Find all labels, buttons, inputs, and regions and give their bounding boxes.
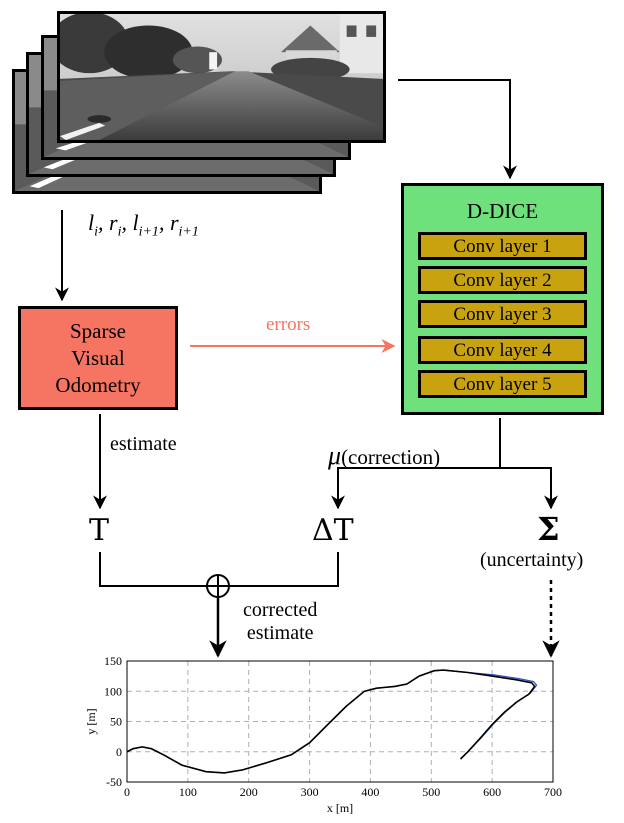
x-tick-label: 600: [483, 785, 501, 799]
uncertainty-label: (uncertainty): [480, 549, 584, 571]
trajectory-line: [126, 669, 536, 774]
corrected-estimate-label: corrected estimate: [243, 599, 317, 645]
y-tick-label: 100: [104, 684, 122, 698]
delta-T-label: ΔT: [312, 513, 354, 548]
corrected-line-2: estimate: [246, 622, 314, 644]
x-axis-label: x [m]: [327, 801, 353, 815]
x-tick-label: 400: [361, 785, 379, 799]
input-variables-label: li, ri, li+1, ri+1: [88, 210, 199, 240]
sparse-visual-odometry-box: Sparse Visual Odometry: [18, 306, 178, 410]
ddice-title: D-DICE: [466, 199, 539, 223]
y-tick-label: 50: [110, 715, 122, 729]
input-variable: ri: [109, 210, 122, 240]
x-tick-label: 500: [422, 785, 440, 799]
sigma-label: Σ: [537, 510, 560, 548]
conv-layer-5: Conv layer 5: [418, 370, 587, 398]
mu-correction-label: μ(correction): [328, 441, 440, 471]
arrow-frames-to-ddice: [398, 79, 517, 180]
y-axis-label: y [m]: [84, 708, 98, 734]
ddice-network-box: D-DICE Conv layer 1 Conv layer 2 Conv la…: [401, 183, 604, 415]
conv-layer-3: Conv layer 3: [418, 300, 587, 328]
x-tick-label: 200: [240, 785, 258, 799]
ddice-output-line: [331, 418, 501, 510]
svo-line-3: Odometry: [55, 372, 141, 397]
corrected-line-1: corrected: [243, 599, 318, 621]
conv-layer-4: Conv layer 4: [418, 336, 587, 364]
svo-line-1: Sparse: [70, 318, 126, 343]
mu-symbol: μ: [328, 441, 342, 470]
input-variable: li+1: [132, 210, 159, 240]
x-tick-label: 300: [301, 785, 319, 799]
input-variable: li: [88, 210, 99, 240]
estimate-label: estimate: [110, 433, 177, 455]
conv-layer-2: Conv layer 2: [418, 266, 587, 294]
conv-layer-1: Conv layer 1: [418, 232, 587, 260]
y-tick-label: 0: [116, 745, 122, 759]
x-tick-label: 100: [179, 785, 197, 799]
correction-label: (correction): [341, 445, 441, 469]
errors-label: errors: [266, 314, 311, 335]
input-variable: ri+1: [169, 210, 199, 240]
input-frame-front: [57, 11, 386, 143]
T-label: T: [89, 513, 110, 548]
arrow-to-sigma: [500, 467, 558, 510]
x-tick-label: 0: [124, 785, 130, 799]
plot-frame: [126, 660, 554, 783]
road-photo: [60, 14, 383, 140]
x-tick-label: 700: [544, 785, 562, 799]
svo-line-2: Visual: [71, 345, 125, 370]
y-tick-label: 150: [104, 654, 122, 668]
y-tick-label: -50: [106, 775, 122, 789]
